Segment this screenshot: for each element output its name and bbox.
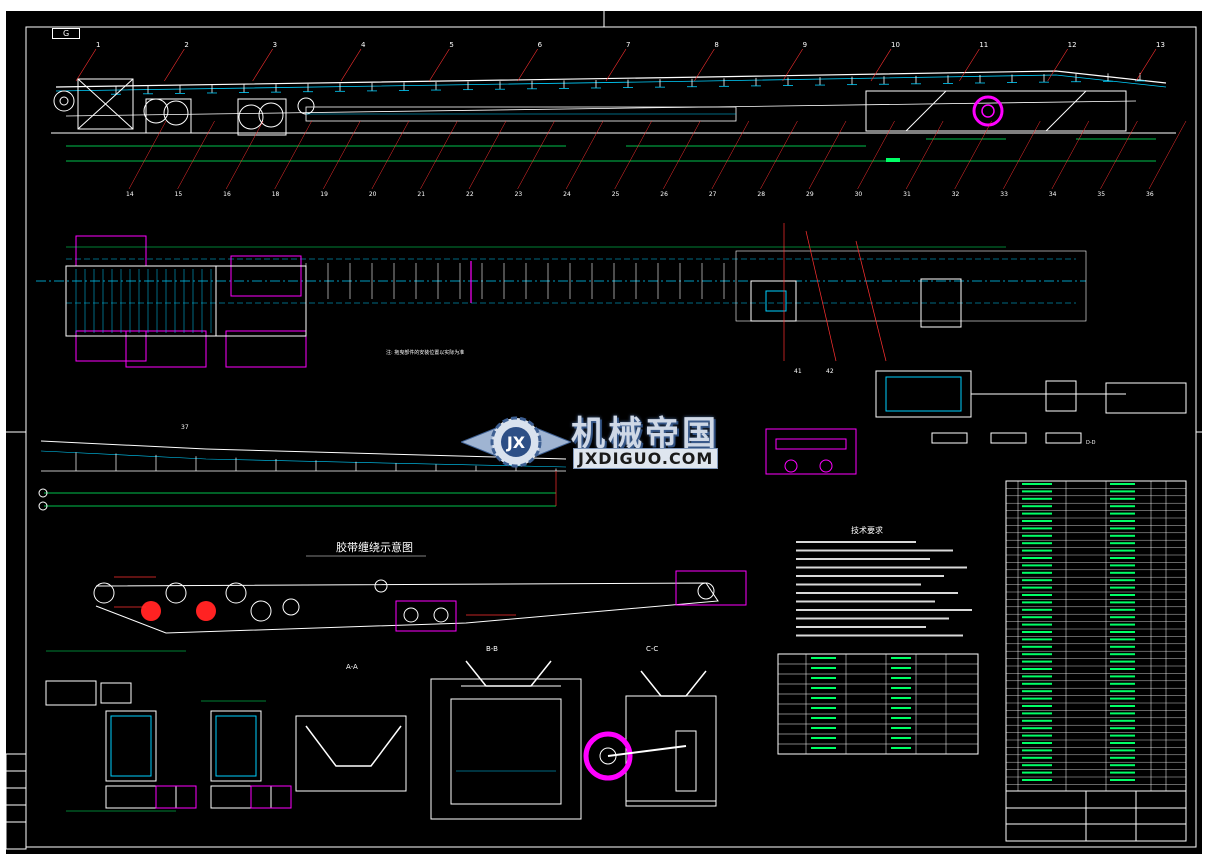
part-label-bottom: 31 <box>903 191 911 198</box>
part-label-bottom: 26 <box>660 191 668 198</box>
parts-list <box>1005 480 1187 842</box>
part-label-mid: 37 <box>181 424 189 431</box>
part-label-top: 6 <box>538 41 543 49</box>
scheme-title: 胶带缠绕示意图 <box>336 540 413 554</box>
part-label-top: 7 <box>626 41 630 49</box>
watermark-url: JXDIGUO.COM <box>573 448 719 469</box>
part-label-bottom: 18 <box>272 191 280 198</box>
tech-requirements: 技术要求 <box>796 525 972 637</box>
section-title: A-A <box>346 663 358 671</box>
svg-text:注: 拖曳部件的安装位置以实际为准: 注: 拖曳部件的安装位置以实际为准 <box>386 349 464 356</box>
part-label-bottom: 24 <box>563 191 571 198</box>
part-label-bottom: 19 <box>320 191 328 198</box>
part-label-top: 9 <box>803 41 807 49</box>
watermark-title: 机械帝国 <box>571 414 719 454</box>
svg-text:D-D: D-D <box>1086 440 1096 446</box>
section-title: C-C <box>646 645 658 653</box>
part-label-bottom: 14 <box>126 191 134 198</box>
part-label-bottom: 35 <box>1097 191 1105 198</box>
watermark-logo: JX 机械帝国 JXDIGUO.COM <box>461 404 761 476</box>
part-label-mid: 42 <box>826 368 834 375</box>
part-label-bottom: 27 <box>709 191 717 198</box>
part-label-bottom: 20 <box>369 191 377 198</box>
part-label-bottom: 22 <box>466 191 474 198</box>
detail-c-view: D-D <box>875 370 1187 446</box>
part-leaders <box>75 48 1187 190</box>
bottom-details: A-A B-B C-C <box>45 645 717 820</box>
sheet-tag: G <box>52 28 81 39</box>
part-label-bottom: 21 <box>417 191 425 198</box>
part-label-bottom: 34 <box>1049 191 1057 198</box>
part-label-top: 11 <box>979 41 988 49</box>
part-label-top: 4 <box>361 41 366 49</box>
svg-text:技术要求: 技术要求 <box>851 525 883 535</box>
part-label-bottom: 25 <box>612 191 620 198</box>
part-label-top: 10 <box>891 41 900 49</box>
part-number-labels-bottom: 14 15 16 18 19 20 21 22 23 24 25 26 27 28 29 30 31 32 33 34… <box>126 191 1154 431</box>
inclined-conveyor-view <box>38 428 857 511</box>
part-label-top: 12 <box>1068 41 1077 49</box>
belt-wrap-scheme: 胶带缠绕示意图 <box>93 540 747 634</box>
elevation-view <box>51 70 1176 162</box>
part-label-bottom: 16 <box>223 191 231 198</box>
tail-pulley-highlight <box>972 95 1004 127</box>
part-label-top: 1 <box>96 41 100 49</box>
part-label-bottom: 15 <box>175 191 183 198</box>
part-label-mid: 41 <box>794 368 802 375</box>
part-label-bottom: 36 <box>1146 191 1154 198</box>
part-label-bottom: 23 <box>515 191 523 198</box>
part-label-top: 5 <box>449 41 453 49</box>
revision-strip <box>6 753 27 850</box>
section-title: B-B <box>486 645 498 653</box>
gear-wing-icon: JX <box>461 416 571 468</box>
plan-view: 注: 拖曳部件的安装位置以实际为准 <box>36 223 1087 368</box>
logo-text: JX <box>506 433 526 452</box>
part-label-bottom: 30 <box>855 191 863 198</box>
part-label-bottom: 29 <box>806 191 814 198</box>
part-label-top: 2 <box>184 41 188 49</box>
part-label-top: 3 <box>273 41 277 49</box>
part-label-bottom: 32 <box>952 191 960 198</box>
spec-table <box>777 653 979 755</box>
part-label-top: 13 <box>1156 41 1165 49</box>
part-label-bottom: 33 <box>1000 191 1008 198</box>
part-label-top: 8 <box>714 41 718 49</box>
drawing-border <box>25 26 1197 848</box>
part-label-bottom: 28 <box>757 191 765 198</box>
